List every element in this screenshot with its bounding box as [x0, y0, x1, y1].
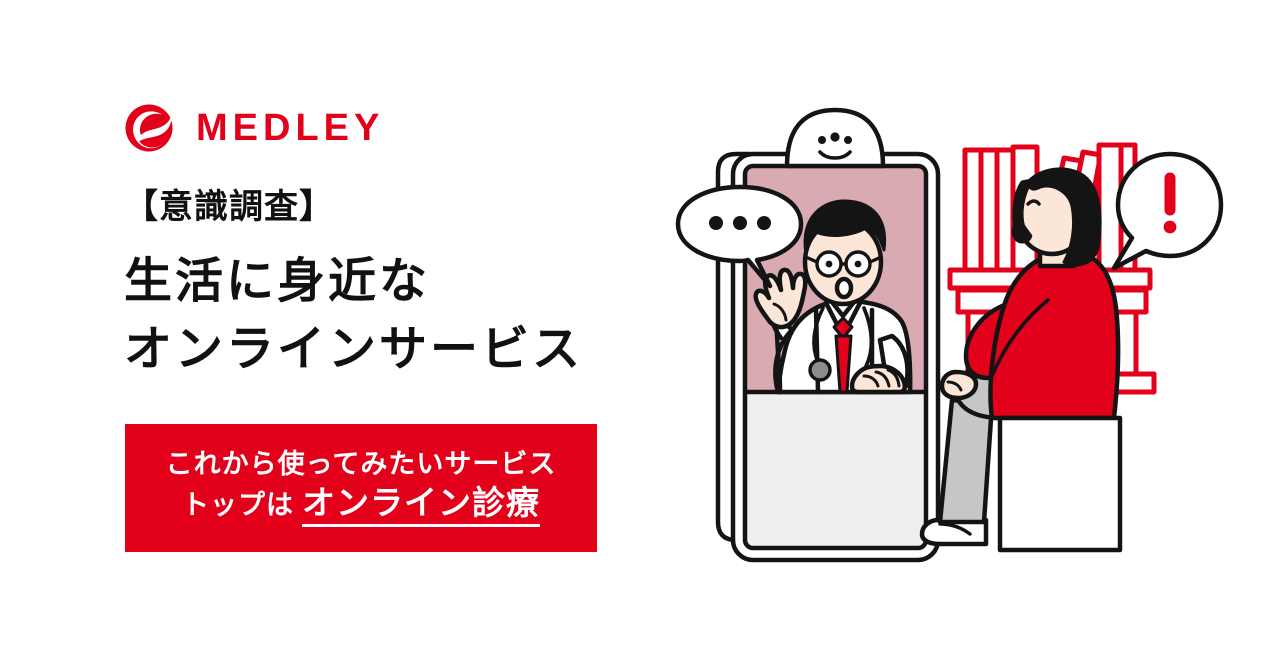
brand-name: MEDLEY [196, 107, 385, 149]
brand-logo: MEDLEY [124, 103, 384, 153]
highlight-banner: これから使ってみたいサービス トップは オンライン診療 [125, 424, 597, 552]
page-title: 生活に身近な オンラインサービス [124, 255, 584, 377]
smiling-blob-character-icon [784, 107, 886, 169]
banner-line-2: トップは オンライン診療 [182, 484, 540, 528]
kicker-text: 【意識調査】 [124, 188, 334, 226]
speech-bubble-exclamation-icon [1111, 151, 1224, 271]
banner-line-2-prefix: トップは [182, 489, 294, 520]
banner-emphasis: オンライン診療 [302, 484, 540, 528]
hero-illustration [640, 0, 1280, 670]
doctor-waving-icon [753, 199, 913, 395]
illustration-canvas [675, 107, 1224, 563]
seated-patient-icon [919, 167, 1121, 547]
banner-line-1: これから使ってみたいサービス [165, 448, 557, 479]
medley-swoosh-icon [125, 104, 173, 152]
cube-stool-icon [997, 415, 1123, 553]
speech-bubble-ellipsis-icon [675, 184, 804, 289]
